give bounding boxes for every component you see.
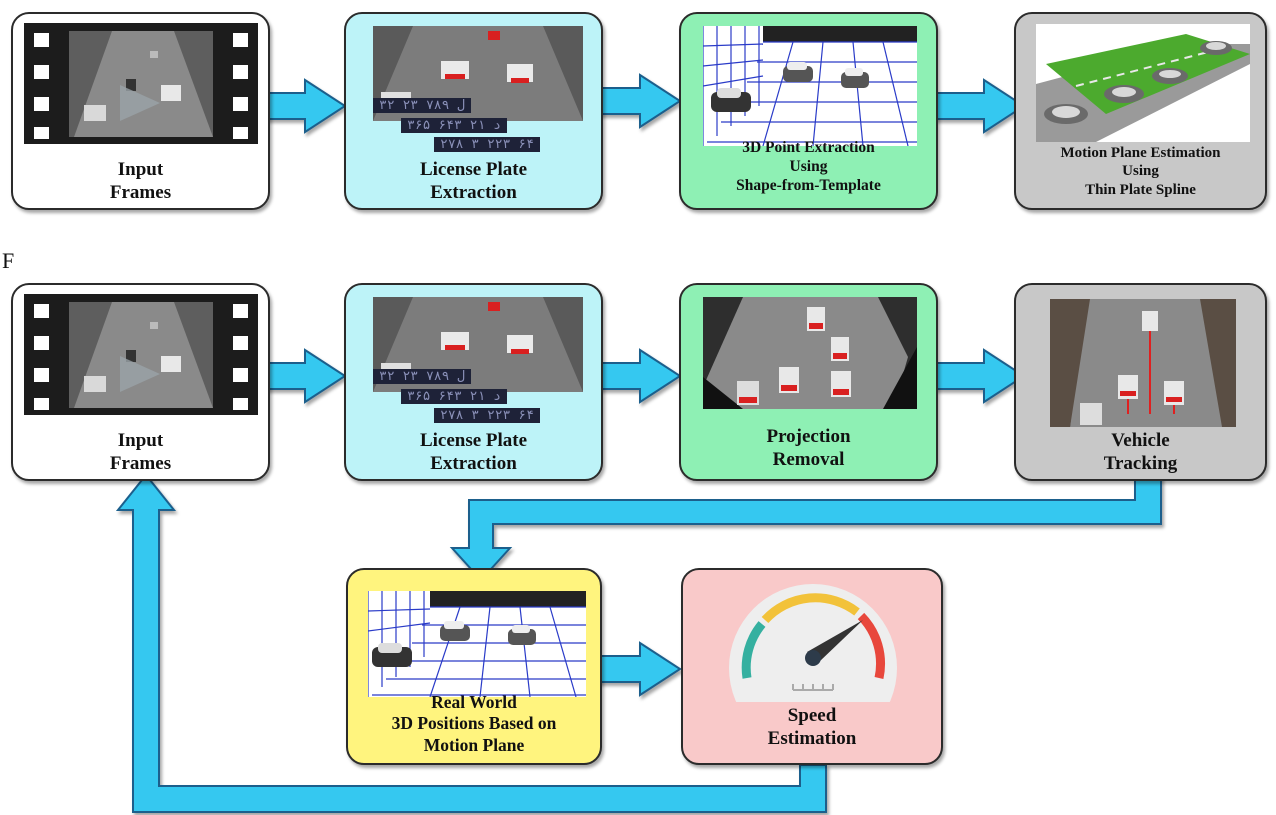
- top-view-road-image: [703, 297, 917, 409]
- box-real-world-3d-positions: Real World 3D Positions Based on Motion …: [346, 568, 602, 765]
- box-label-line: Using: [1122, 163, 1159, 180]
- box-license-plate-bottom: ۳۲ ل ۷۸۹ ۲۳ ۳۶۵ د ۲۱ ۶۴۳ ۲۷۸ ۳ ۲۲۳ ۶۴ Li…: [344, 283, 603, 481]
- motion-plane-image: [1036, 24, 1250, 142]
- box-label-line: Vehicle: [1111, 430, 1170, 451]
- box-license-plate-top: ۳۲ ل ۷۸۹ ۲۳ ۳۶۵ د ۲۱ ۶۴۳ ۲۷۸ ۳ ۲۲۳ ۶۴ Li…: [344, 12, 603, 210]
- arrow-mid-3: [934, 348, 1026, 404]
- box-label-line: Frames: [109, 182, 172, 204]
- box-label-line: License Plate: [419, 159, 528, 180]
- box-label-line: Extraction: [430, 453, 517, 475]
- 3d-grid-image: [368, 591, 586, 697]
- box-label-line: Tracking: [1103, 453, 1178, 475]
- license-plate-strip: ۳۲ ل ۷۸۹ ۲۳: [373, 98, 472, 113]
- box-label-line: Projection: [766, 426, 851, 447]
- arrow-top-3: [934, 78, 1026, 134]
- arrow-tracking-to-realworld: [449, 474, 1162, 582]
- film-strip-icon: [24, 294, 258, 415]
- license-plate-strip: ۳۶۵ د ۲۱ ۶۴۳: [401, 389, 507, 404]
- box-input-frames-top: Input Frames: [11, 12, 270, 210]
- license-plate-strip: ۲۷۸ ۳ ۲۲۳ ۶۴: [434, 137, 540, 152]
- tracking-image: [1050, 299, 1236, 427]
- box-label-line: Input: [117, 159, 164, 180]
- road-scene-image: [373, 26, 583, 121]
- arrow-realworld-to-speed: [596, 641, 682, 697]
- arrow-top-2: [595, 73, 682, 129]
- box-label-line: Shape-from-Template: [736, 176, 881, 194]
- license-plate-strip: ۳۲ ل ۷۸۹ ۲۳: [373, 369, 472, 384]
- box-label-line: Motion Plane Estimation: [1060, 145, 1221, 161]
- film-strip-icon: [24, 23, 258, 144]
- box-label-line: Using: [789, 157, 828, 175]
- box-label-line: License Plate: [419, 430, 528, 451]
- box-speed-estimation: Speed Estimation: [681, 568, 943, 765]
- license-plate-strip: ۲۷۸ ۳ ۲۲۳ ۶۴: [434, 408, 540, 423]
- box-label-line: 3D Point Extraction: [742, 139, 875, 156]
- 3d-grid-image: [703, 26, 917, 146]
- arrow-mid-1: [256, 348, 347, 404]
- box-label-line: Extraction: [430, 182, 517, 204]
- box-label-line: Frames: [109, 453, 172, 475]
- box-label-line: 3D Positions Based on: [391, 713, 557, 734]
- speedometer-icon: [729, 584, 897, 702]
- box-vehicle-tracking: Vehicle Tracking: [1014, 283, 1267, 481]
- box-label-line: Speed: [787, 705, 837, 726]
- arrow-top-1: [256, 78, 347, 134]
- box-3d-point-extraction: 3D Point Extraction Using Shape-from-Tem…: [679, 12, 938, 210]
- box-label-line: Thin Plate Spline: [1085, 181, 1196, 198]
- arrow-mid-2: [595, 348, 682, 404]
- box-motion-plane-estimation: Motion Plane Estimation Using Thin Plate…: [1014, 12, 1267, 210]
- box-label-line: Real World: [431, 692, 517, 712]
- box-projection-removal: Projection Removal: [679, 283, 938, 481]
- section-marker: F: [2, 248, 15, 273]
- box-label-line: Motion Plane: [423, 734, 525, 755]
- box-label-line: Input: [117, 430, 164, 451]
- box-input-frames-bottom: Input Frames: [11, 283, 270, 481]
- box-label-line: Estimation: [767, 728, 857, 750]
- arrow-speed-to-input-loop: [115, 473, 827, 813]
- box-label-line: Removal: [772, 449, 845, 471]
- license-plate-strip: ۳۶۵ د ۲۱ ۶۴۳: [401, 118, 507, 133]
